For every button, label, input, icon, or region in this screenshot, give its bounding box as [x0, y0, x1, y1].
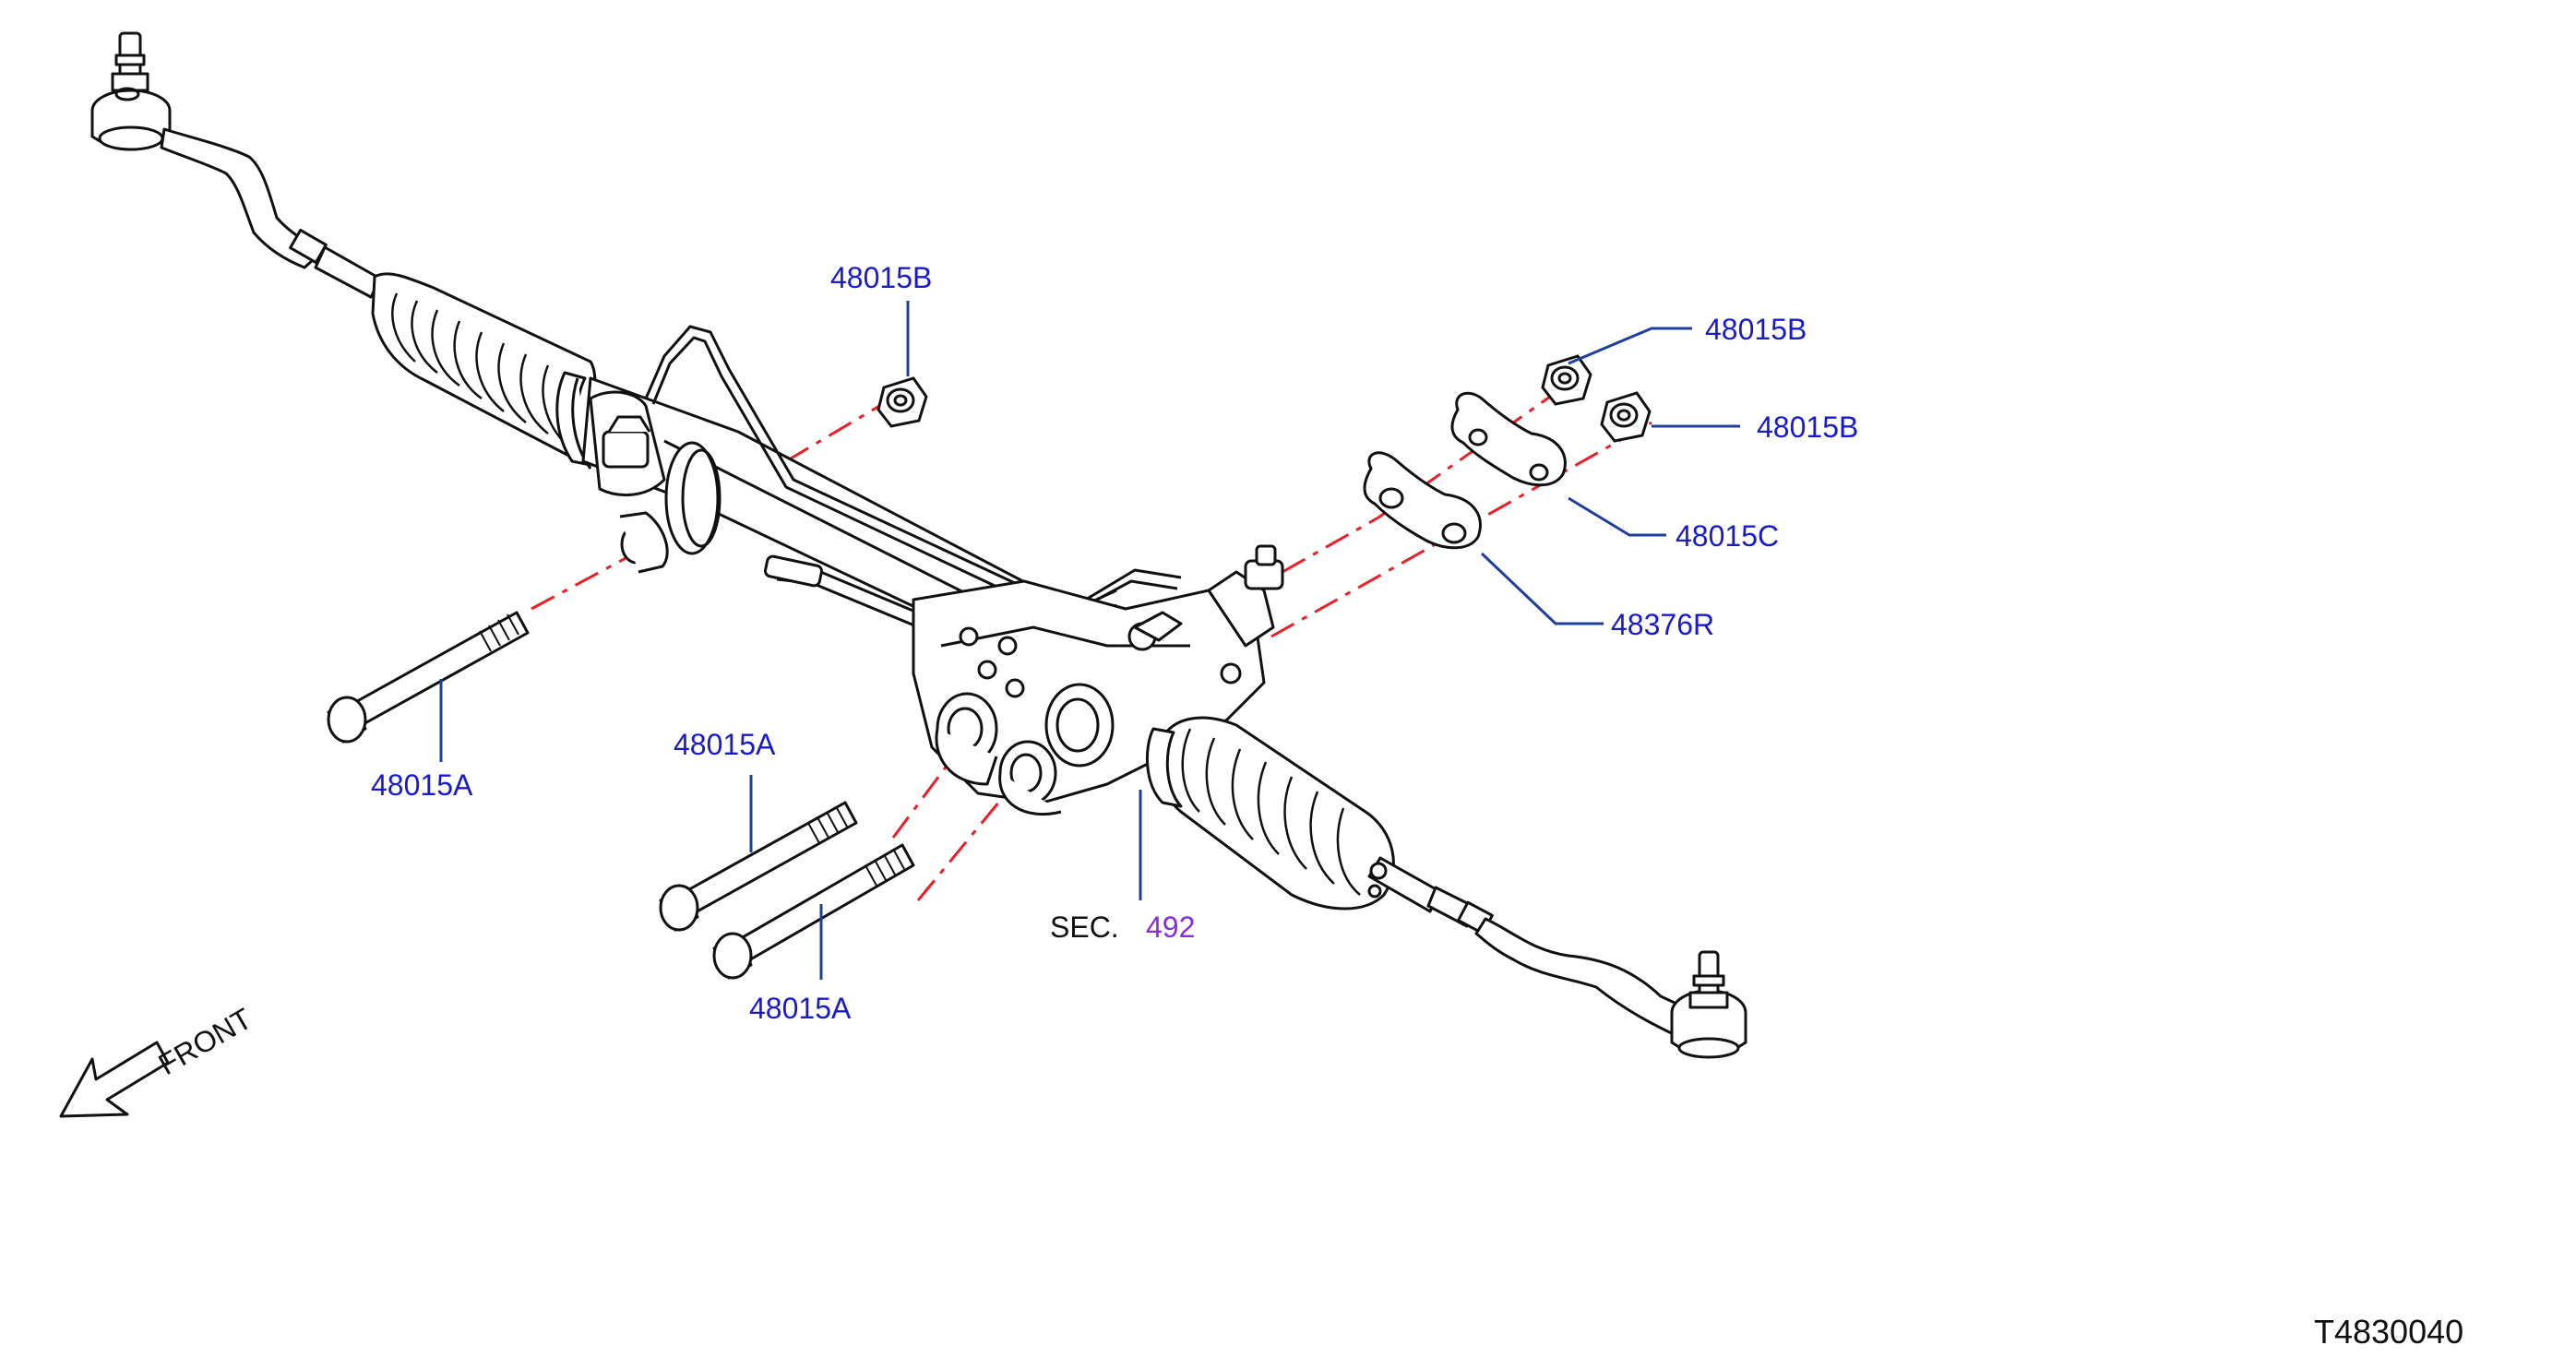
left-mount-bolt [327, 611, 530, 744]
left-steering-boot [371, 272, 597, 470]
front-arrow-icon [59, 1041, 170, 1118]
diagram-id: T4830040 [2314, 1313, 2463, 1351]
top-left-nut [877, 376, 928, 428]
callout-leaders [439, 301, 1740, 980]
lower-plate [1363, 451, 1482, 550]
rack-housing [581, 325, 1182, 661]
callout-nut-top-left[interactable]: 48015B [830, 261, 932, 294]
right-upper-nut [1541, 354, 1592, 406]
callout-bolt-lower-lower[interactable]: 48015A [749, 992, 852, 1025]
callout-nut-right-lower[interactable]: 48015B [1757, 411, 1858, 444]
section-ref-prefix: SEC. [1050, 911, 1119, 944]
callout-nut-right-upper[interactable]: 48015B [1705, 313, 1807, 346]
section-ref-link[interactable]: 492 [1146, 911, 1195, 944]
callout-bolt-lower-upper[interactable]: 48015A [674, 728, 776, 761]
upper-plate [1450, 391, 1567, 487]
right-steering-boot [1145, 716, 1441, 913]
callout-plate-lower[interactable]: 48376R [1611, 608, 1714, 641]
right-tie-rod-end [1426, 886, 1747, 1059]
front-direction-label: FRONT [153, 1002, 257, 1081]
lower-mount-bolts [659, 801, 915, 980]
callout-plate-upper[interactable]: 48015C [1676, 519, 1779, 553]
left-tie-rod-end [90, 31, 382, 299]
callout-bolt-left[interactable]: 48015A [371, 768, 473, 802]
right-lower-nut [1600, 391, 1652, 443]
